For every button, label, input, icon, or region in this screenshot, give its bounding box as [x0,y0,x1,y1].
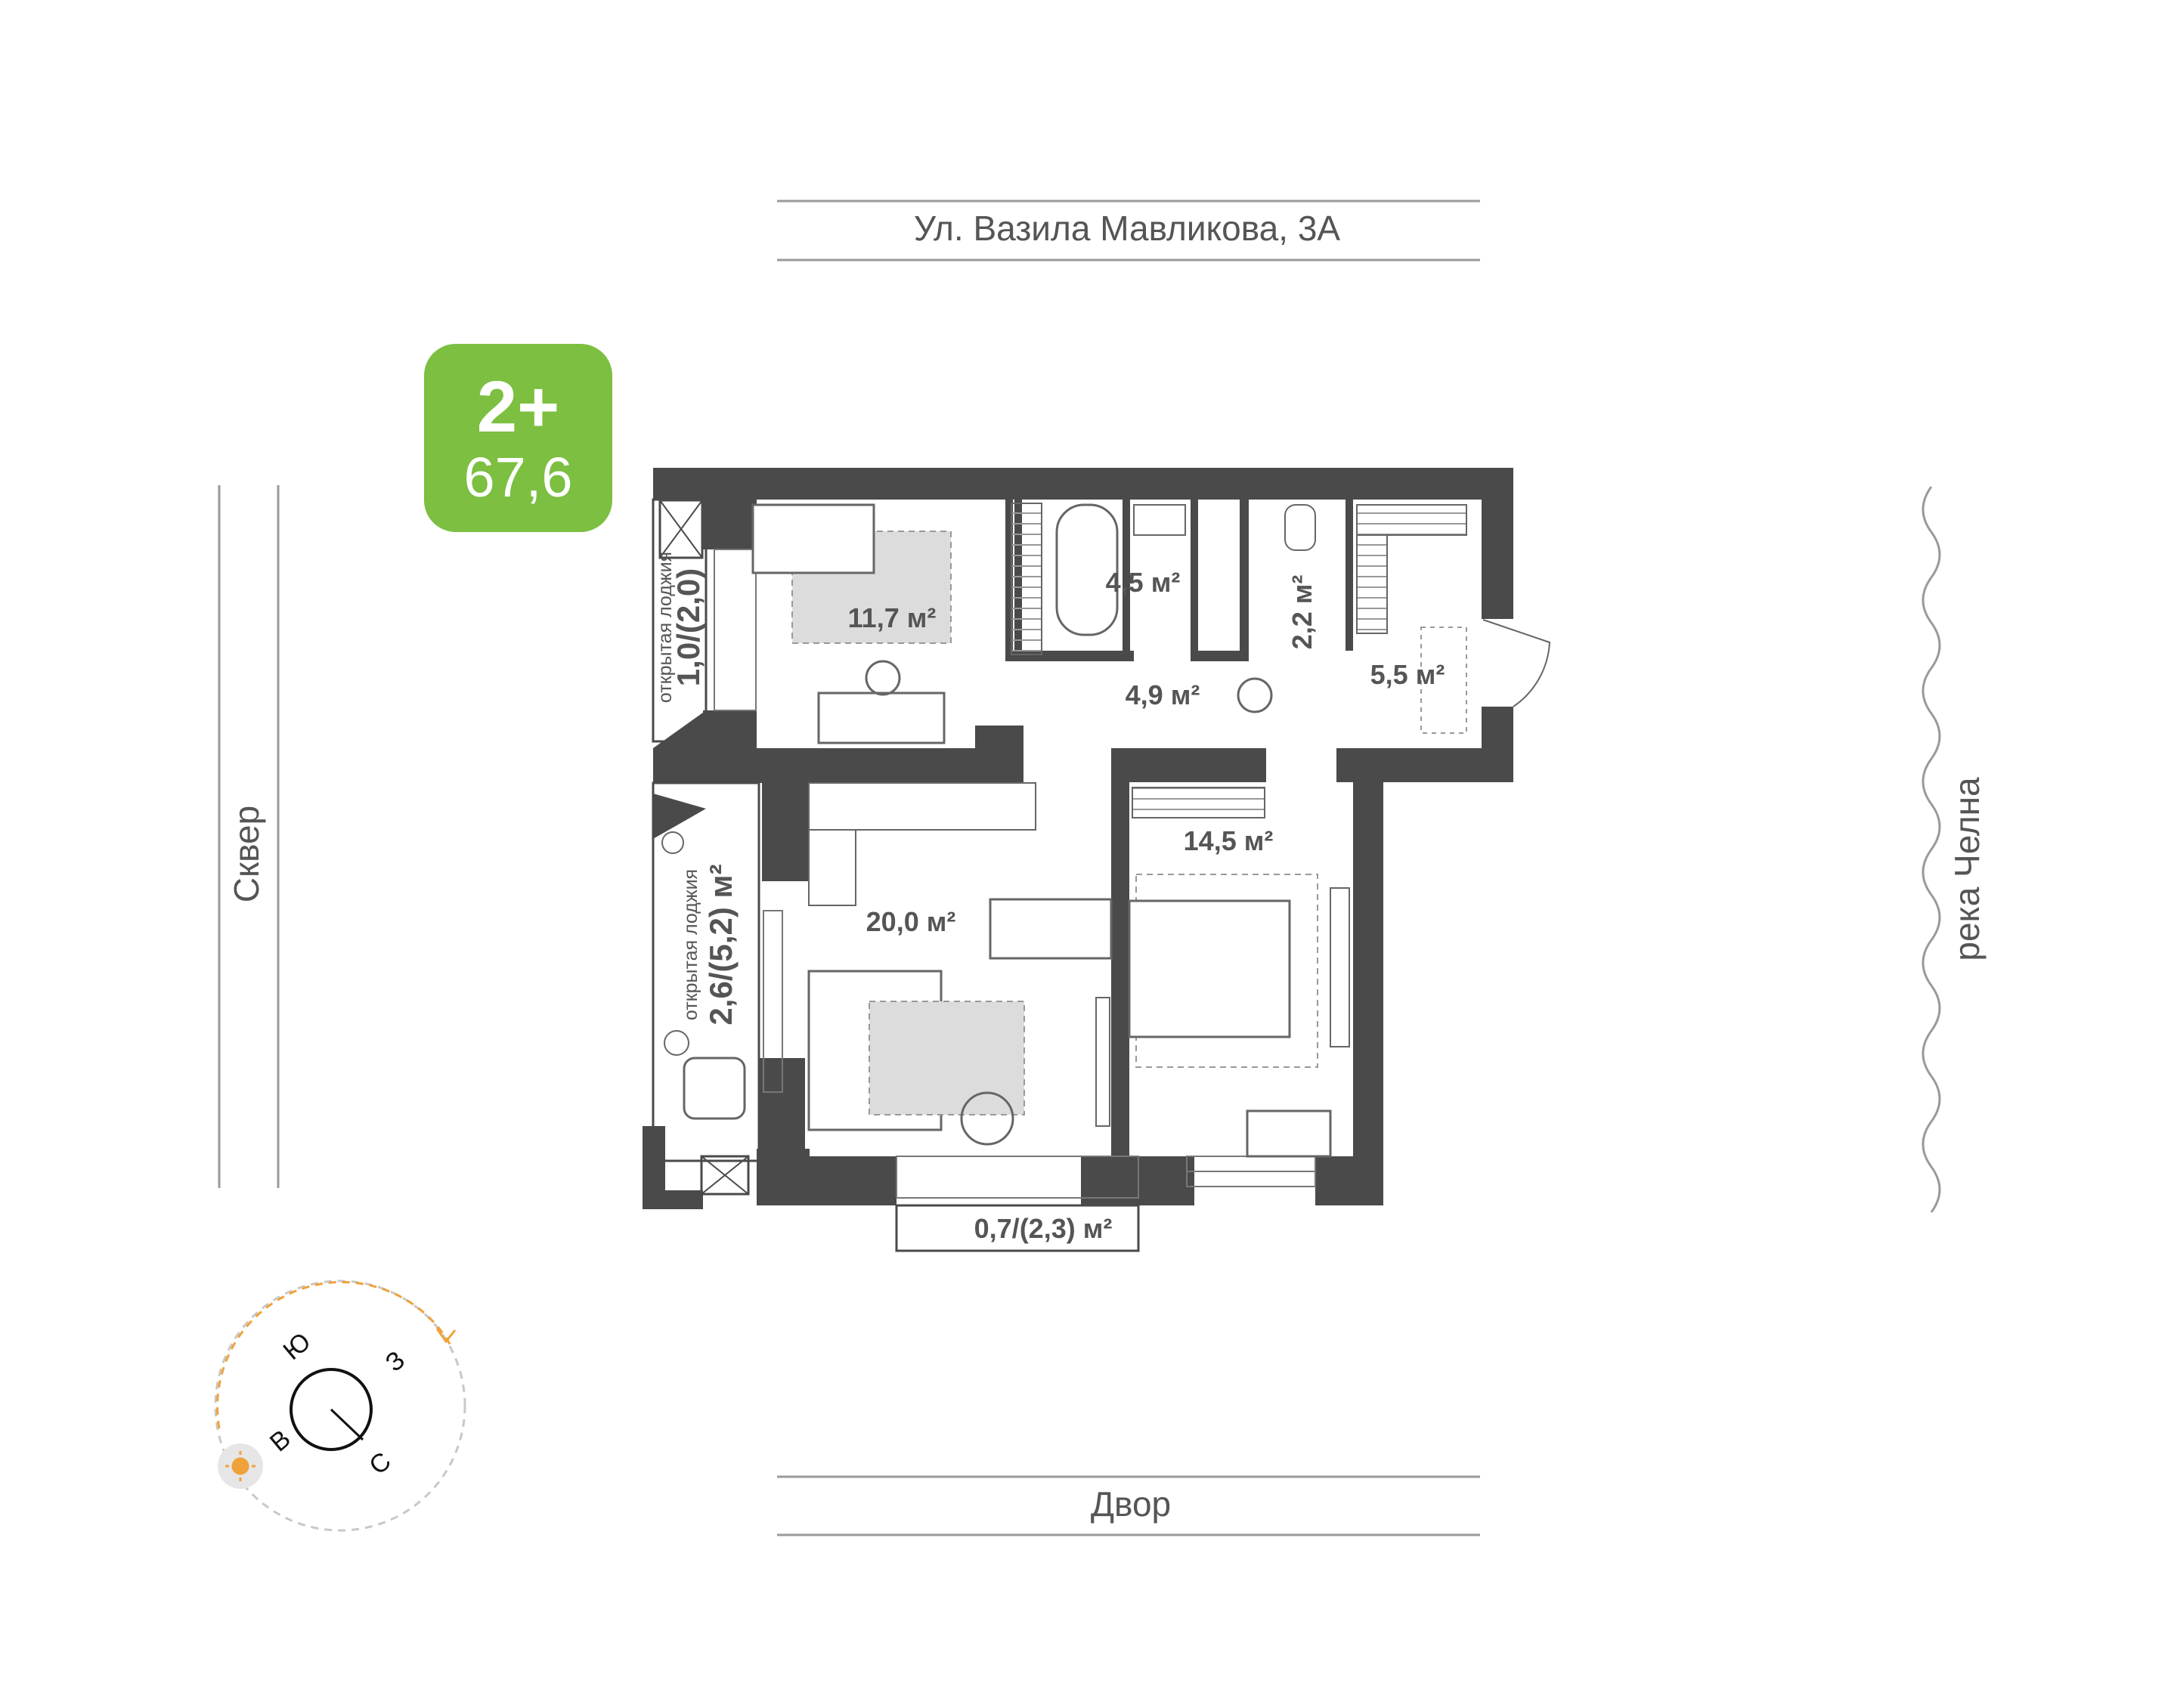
kitchen-counter [808,829,856,906]
loggia-top-caption: открытая лоджия [655,552,676,703]
room-bathroom: 4,5 м² [1055,503,1186,636]
bathtub-icon [1055,503,1119,636]
loggia-bottom-caption: открытая лоджия [680,869,701,1020]
walls [643,468,1513,1209]
dining-table-icon [989,898,1113,960]
person-icon [1237,677,1273,713]
desk-icon [817,692,946,744]
rug [1135,874,1318,1068]
wardrobe-icon [1356,504,1467,536]
wardrobe-icon [1330,887,1350,1047]
loggia-bottom: открытая лоджия 2,6/(5,2) м² [652,781,783,1196]
room-label-bathroom: 4,5 м² [1106,567,1181,598]
room-label-entry: 5,5 м² [1370,659,1445,690]
loggia-bottom-area: 2,6/(5,2) м² [703,864,739,1025]
street-north-label: Ул. Вазила Мавликова, 3А [914,209,1340,248]
kitchen-counter [808,782,1036,831]
ventilation-shaft-bottom [700,1155,750,1196]
chevron-down-icon [435,1328,457,1344]
rug [1420,627,1467,734]
bed-icon [751,503,875,574]
apartment-badge: 2+ 67,6 [424,344,612,532]
river-east-label: река Челна [1947,777,1987,961]
sink-icon [1133,504,1186,536]
room-label-bedroom-small: 11,7 м² [848,602,937,633]
chair-icon [865,660,901,696]
balcony-area: 0,7/(2,3) м² [974,1213,1113,1244]
loggia-top-area: 1,0/(2,0) [670,568,706,686]
plant-icon [661,831,684,854]
toilet-icon [1284,504,1316,551]
bed-icon [1128,899,1291,1038]
room-bedroom-small: 11,7 м² [751,503,1042,744]
tv-stand-icon [1095,997,1110,1127]
room-hall: 4,9 м² [1126,677,1273,713]
street-north: Ул. Вазила Мавликова, 3А [777,200,1480,261]
armchair-icon [960,1091,1014,1146]
park-west-label: Сквер [227,806,266,902]
wardrobe-icon [1011,503,1042,655]
room-label-living-kitchen: 20,0 м² [866,906,956,937]
wardrobe-icon [1356,534,1388,634]
room-living-kitchen: 20,0 м² [807,782,1113,1146]
sun-path-arc [216,1281,452,1429]
river-east: река Челна [1922,486,1987,1213]
compass-west: З [380,1345,410,1377]
room-wc: 2,2 м² [1284,504,1318,650]
compass-needle [330,1408,364,1441]
river-wave [1922,486,1941,1213]
compass-dial [290,1368,373,1451]
compass-south: Ю [278,1327,317,1366]
entrance-door [1482,619,1551,707]
loggia-top: открытая лоджия 1,0/(2,0) [652,498,757,748]
sun-path [214,1279,466,1532]
compass-north: С [364,1447,396,1481]
armchair-icon [683,1057,746,1120]
room-label-wc: 2,2 м² [1287,575,1318,650]
room-label-hall: 4,9 м² [1126,679,1200,710]
badge-rooms: 2+ [476,367,560,447]
street-south-label: Двор [1091,1484,1171,1524]
room-bedroom-main: 14,5 м² [1128,787,1350,1158]
park-west: Сквер [218,485,280,1188]
compass: Ю З В С [214,1279,466,1532]
room-label-bedroom-main: 14,5 м² [1184,825,1274,856]
windows [1186,1156,1316,1187]
compass-east: В [265,1425,296,1458]
street-south: Двор [777,1475,1480,1536]
badge-area: 67,6 [463,446,573,509]
room-entry: 5,5 м² [1356,504,1551,734]
sun-icon [225,1451,255,1481]
desk-icon [1246,1109,1332,1158]
plant-icon [664,1030,689,1056]
balcony: 0,7/(2,3) м² [895,1156,1140,1252]
wardrobe-icon [1132,787,1265,818]
ventilation-shaft-top [658,499,704,559]
